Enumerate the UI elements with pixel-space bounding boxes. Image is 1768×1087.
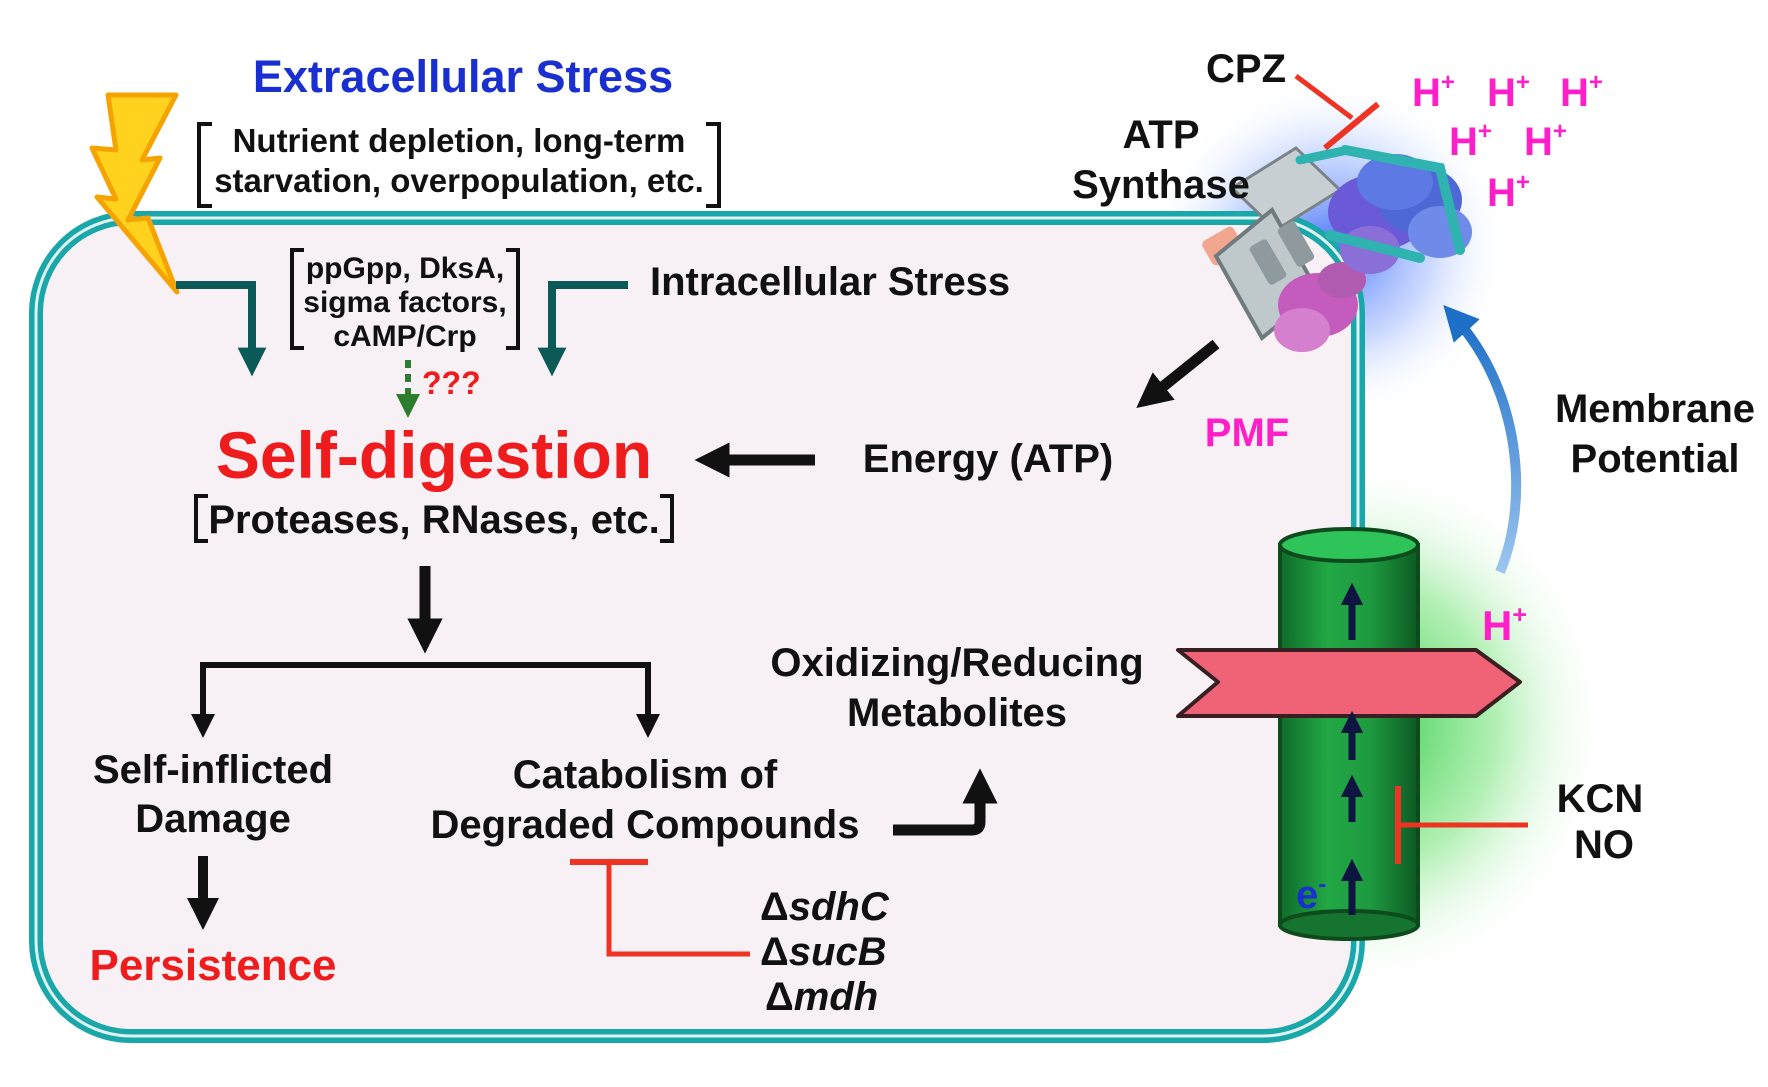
proton-4: H+ (1449, 118, 1492, 164)
signals-bracket (290, 248, 520, 350)
extracellular-to-self-digestion-arrow (176, 281, 267, 377)
no-label: NO (1574, 823, 1634, 867)
unknown-link-label: ??? (422, 365, 481, 401)
extracellular-stress-title: Extracellular Stress (253, 51, 673, 102)
membrane-potential-arrow (1443, 305, 1522, 574)
electron-label: e- (1296, 871, 1326, 917)
mutant-sucB: ΔsucB (760, 930, 887, 974)
proton-3: H+ (1560, 69, 1603, 115)
mutant-inhibition-line (606, 862, 750, 957)
signals-line2: sigma factors, (303, 286, 506, 319)
intracellular-stress-title: Intracellular Stress (650, 260, 1010, 304)
proton-5: H+ (1524, 118, 1567, 164)
intracellular-to-self-digestion-arrow (537, 281, 628, 377)
energy-atp-label: Energy (ATP) (863, 437, 1113, 481)
extracellular-examples-line2: starvation, overpopulation, etc. (214, 162, 704, 199)
metabolites-line2: Metabolites (847, 691, 1067, 735)
pmf-label: PMF (1205, 411, 1289, 455)
outcome-split-connector (200, 662, 651, 710)
membrane-potential-line1: Membrane (1555, 387, 1755, 431)
mutant-sdhC: ΔsdhC (760, 885, 890, 929)
atp-synthase-icon (1202, 145, 1472, 352)
cell-membrane (29, 211, 1365, 1043)
metabolite-band-icon (1176, 648, 1522, 718)
catabolism-line1: Catabolism of (513, 753, 778, 797)
proton-1: H+ (1412, 69, 1455, 115)
mutant-mdh: Δmdh (765, 975, 878, 1019)
self-digestion-enzymes-bracket (194, 494, 674, 543)
atp-synthase-to-energy-arrow (1136, 339, 1220, 409)
kcn-label: KCN (1557, 777, 1644, 821)
persistence-label: Persistence (89, 941, 336, 990)
protons-outside: H+ H+ H+ H+ H+ H+ (1412, 69, 1603, 215)
proton-2: H+ (1487, 69, 1530, 115)
atp-synthase-label-line2: Synthase (1072, 163, 1250, 207)
cpz-label: CPZ (1206, 47, 1286, 91)
self-digestion-enzymes: Proteases, RNases, etc. (208, 498, 659, 542)
catabolism-to-metabolites-arrow (893, 768, 998, 836)
cpz-inhibition-bar (1323, 101, 1380, 151)
self-digestion-title: Self-digestion (216, 418, 652, 492)
atp-synthase-label-line1: ATP (1122, 113, 1199, 157)
lightning-icon (89, 92, 180, 295)
metabolites-line1: Oxidizing/Reducing (770, 641, 1143, 685)
channel-proton-label: H+ (1482, 601, 1527, 649)
extracellular-examples-bracket (197, 122, 721, 208)
catabolism-line2: Degraded Compounds (431, 803, 860, 847)
cpz-inhibition-line (1294, 74, 1354, 120)
signals-line3: cAMP/Crp (333, 320, 476, 353)
membrane-potential-line2: Potential (1571, 437, 1740, 481)
self-inflicted-damage-line2: Damage (135, 797, 291, 841)
signals-line1: ppGpp, DksA, (306, 252, 504, 285)
extracellular-examples-line1: Nutrient depletion, long-term (233, 122, 686, 159)
proton-6: H+ (1487, 169, 1530, 215)
self-inflicted-damage-line1: Self-inflicted (93, 748, 333, 792)
